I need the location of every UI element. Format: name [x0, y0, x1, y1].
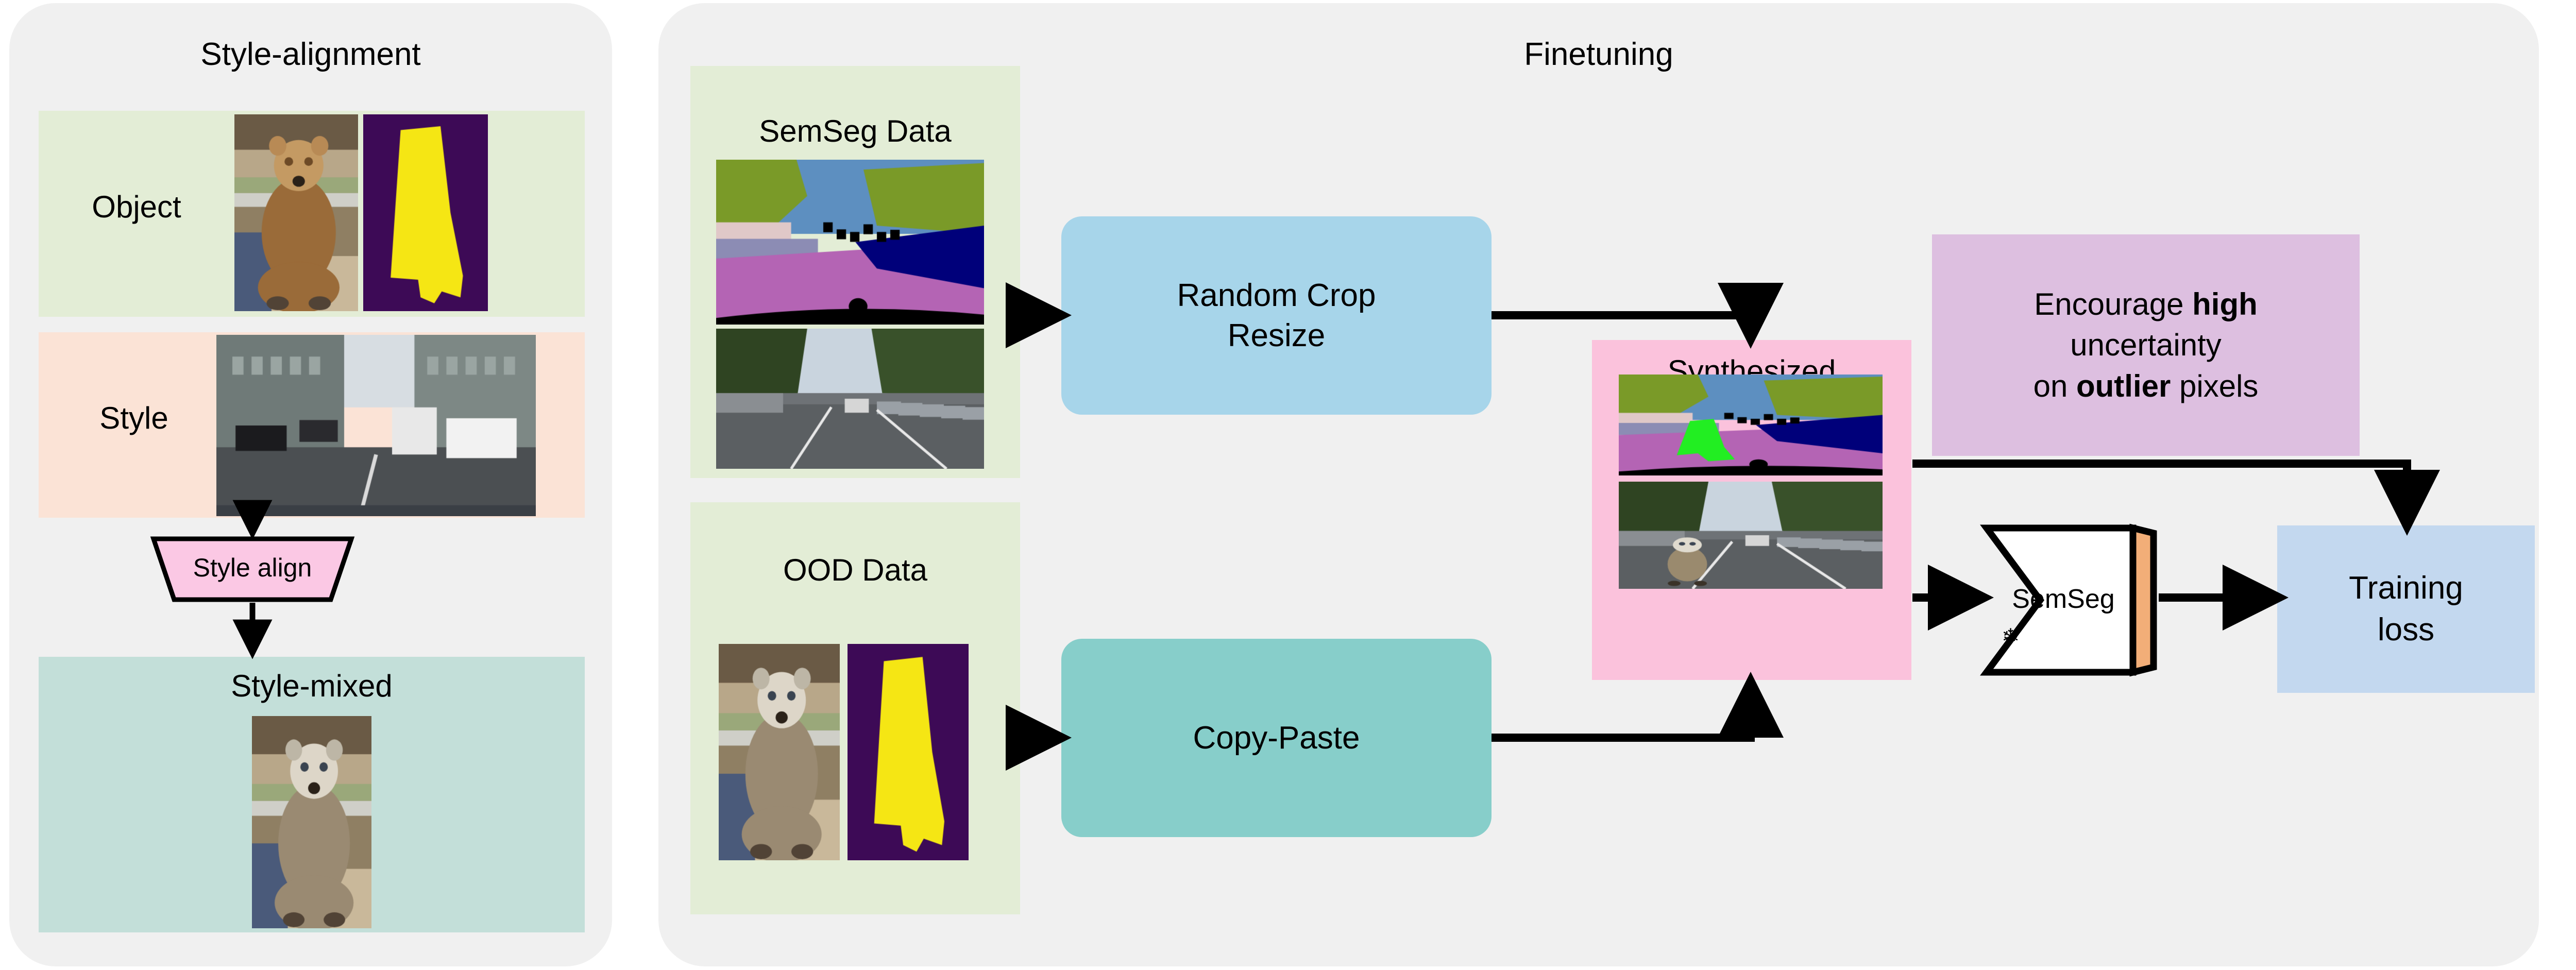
synthesized-rgb-image: [1619, 482, 1883, 589]
style-align-label: Style align: [193, 553, 312, 582]
uncertainty-line-2: uncertainty: [2070, 328, 2222, 363]
ood-data-photo: [719, 644, 840, 860]
style-align-node[interactable]: Style align: [149, 536, 355, 603]
semseg-model-finetuning[interactable]: SemSeg ❄: [1978, 523, 2200, 677]
copy-paste-label: Copy-Paste: [1193, 720, 1360, 756]
ood-data-label: OOD Data: [783, 553, 928, 587]
object-label: Object: [92, 190, 181, 224]
object-mask: [363, 114, 488, 311]
copy-paste-node[interactable]: Copy-Paste: [1061, 639, 1492, 837]
random-crop-resize-node[interactable]: Random Crop Resize: [1061, 216, 1492, 415]
training-loss-line1: Training: [2349, 570, 2463, 606]
random-crop-label-line1: Random Crop: [1177, 278, 1376, 313]
panel-title-finetuning: Finetuning: [1524, 37, 1673, 72]
training-loss-box: Training loss: [2277, 525, 2535, 693]
style-mixed-label: Style-mixed: [231, 669, 393, 703]
ood-data-mask: [848, 644, 969, 860]
uncertainty-line-3: on outlier pixels: [2033, 368, 2259, 403]
style-photo: [216, 335, 536, 516]
panel-title-style-alignment: Style-alignment: [200, 37, 421, 72]
style-label: Style: [99, 401, 168, 435]
semseg-model-label-finetuning: SemSeg: [2012, 584, 2115, 614]
semseg-data-mask-image: [716, 160, 984, 325]
semseg-data-label: SemSeg Data: [759, 114, 952, 148]
random-crop-label-line2: Resize: [1227, 317, 1326, 353]
snowflake-icon: ❄: [2002, 624, 2020, 649]
object-photo: [234, 114, 358, 311]
training-loss-line2: loss: [2377, 611, 2435, 648]
synthesized-mask-image: [1619, 375, 1883, 475]
style-mixed-photo: [252, 716, 371, 928]
semseg-data-rgb-image: [716, 329, 984, 469]
uncertainty-note-box: Encourage high uncertainty on outlier pi…: [1932, 234, 2360, 456]
uncertainty-line-1: Encourage high: [2034, 287, 2258, 322]
